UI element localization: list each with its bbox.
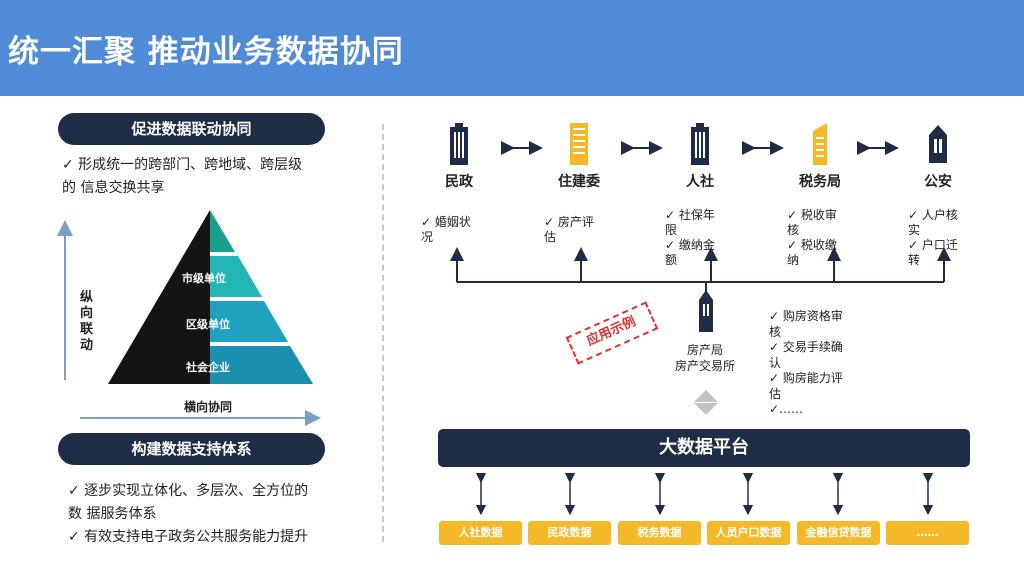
- horizontal-label: 横向协同: [184, 400, 233, 414]
- org-item: ✓ 户口迁: [908, 238, 958, 252]
- big-data-platform: 大数据平台: [438, 429, 970, 467]
- vertical-label: 纵 向 联 动: [80, 290, 94, 354]
- data-source-credit: 金融信贷数据: [797, 521, 880, 545]
- support-description: ✓ 逐步实现立体化、多层次、全方位的 数 据服务体系 ✓ 有效支持电子政务公共服…: [68, 480, 368, 549]
- data-source-tax: 税务数据: [618, 521, 701, 545]
- pyramid-label-district: 区级单位: [186, 318, 230, 331]
- support-line-2: 数 据服务体系: [68, 506, 157, 522]
- pyramid: [108, 210, 313, 384]
- center-item: 核: [769, 324, 782, 339]
- org-item: 纳: [787, 253, 800, 267]
- org-item: ✓ 税收审: [787, 208, 837, 222]
- org-items-shuiwuju: ✓ 税收审 核 ✓ 税收缴 纳: [787, 208, 837, 268]
- housing-center: 房产局 房产交易所: [660, 286, 750, 374]
- org-item: ✓ 缴纳金: [665, 238, 715, 252]
- center-item: ✓ 购房能力评: [769, 371, 843, 385]
- support-line-1: ✓ 逐步实现立体化、多层次、全方位的: [68, 483, 309, 499]
- support-line-3: ✓ 有效支持电子政务公共服务能力提升: [68, 529, 309, 545]
- vertical-label-char-4: 动: [80, 338, 94, 353]
- vertical-label-char-1: 纵: [80, 290, 94, 305]
- section-title-support: 构建数据支持体系: [58, 433, 325, 465]
- collector-lines: [450, 247, 951, 292]
- pyramid-dark-side: [108, 210, 210, 384]
- org-item: 况: [421, 230, 434, 244]
- org-item: 限: [665, 223, 678, 237]
- org-item: 转: [908, 253, 921, 267]
- center-name-2: 房产交易所: [674, 359, 735, 373]
- org-name: 公安: [924, 174, 952, 190]
- page-title: 统一汇聚 推动业务数据协同: [8, 34, 404, 70]
- org-items-gongan: ✓ 人户核 实 ✓ 户口迁 转: [908, 208, 958, 268]
- org-renshe: 人社: [665, 123, 735, 191]
- linkage-description: ✓ 形成统一的跨部门、跨地域、跨层级 的 信息交换共享: [62, 154, 362, 200]
- pyramid-top-tier: [210, 210, 235, 252]
- org-item: 估: [544, 230, 557, 244]
- pyramid-label-city: 市级单位: [182, 272, 226, 285]
- office-tower-icon: [450, 123, 468, 165]
- org-item: ✓ 社保年: [665, 208, 715, 222]
- org-zhujianwei: 住建委: [544, 123, 614, 191]
- center-item: 估: [769, 386, 782, 401]
- linkage-line-1: ✓ 形成统一的跨部门、跨地域、跨层级: [62, 157, 303, 173]
- org-name: 税务局: [799, 174, 841, 190]
- org-item: ✓ 人户核: [908, 208, 958, 222]
- center-item: ✓ 购房资格审: [769, 309, 843, 323]
- data-source-more: ……: [886, 521, 969, 545]
- org-shuiwuju: 税务局: [785, 123, 855, 191]
- org-name: 民政: [445, 174, 473, 190]
- center-name-1: 房产局: [686, 343, 723, 357]
- org-item: 核: [787, 223, 800, 237]
- vertical-label-char-2: 向: [80, 306, 94, 321]
- center-items: ✓ 购房资格审 核 ✓ 交易手续确 认 ✓ 购房能力评 估 ✓……: [769, 309, 843, 418]
- org-item: ✓ 房产评: [544, 215, 594, 229]
- org-items-minzheng: ✓ 婚姻状 况: [421, 215, 471, 245]
- linkage-line-2: 的 信息交换共享: [62, 180, 165, 196]
- housing-bureau-icon: [699, 290, 713, 332]
- center-item: ✓……: [769, 402, 804, 416]
- data-source-minzheng: 民政数据: [528, 521, 611, 545]
- org-gongan: 公安: [903, 123, 973, 191]
- data-source-renshe: 人社数据: [439, 521, 522, 545]
- pyramid-tier-district: [210, 301, 288, 342]
- org-items-renshe: ✓ 社保年 限 ✓ 缴纳金 额: [665, 208, 715, 268]
- center-item: ✓ 交易手续确: [769, 340, 843, 354]
- section-title-linkage: 促进数据联动协同: [58, 113, 325, 145]
- office-tower-icon: [813, 123, 827, 165]
- office-tower-icon: [570, 123, 588, 165]
- pyramid-tier-city: [210, 256, 262, 297]
- header-bar: 统一汇聚 推动业务数据协同: [0, 0, 1024, 96]
- org-item: ✓ 婚姻状: [421, 215, 471, 229]
- updown-arrow-icon: [694, 390, 718, 415]
- org-item: 额: [665, 253, 678, 267]
- police-building-icon: [929, 125, 947, 163]
- pyramid-label-enterprise: 社会企业: [186, 361, 230, 374]
- pyramid-tier-enterprise: [210, 346, 313, 384]
- org-item: 实: [908, 223, 921, 237]
- vertical-label-char-3: 联: [80, 322, 94, 337]
- org-name: 人社: [686, 174, 714, 190]
- org-items-zhujianwei: ✓ 房产评 估: [544, 215, 594, 245]
- office-tower-icon: [691, 123, 709, 165]
- org-item: ✓ 税收缴: [787, 238, 837, 252]
- center-item: 认: [769, 355, 782, 370]
- org-minzheng: 民政: [424, 123, 494, 191]
- divider: [382, 124, 384, 542]
- org-name: 住建委: [558, 174, 600, 190]
- data-source-household: 人员户口数据: [707, 521, 790, 545]
